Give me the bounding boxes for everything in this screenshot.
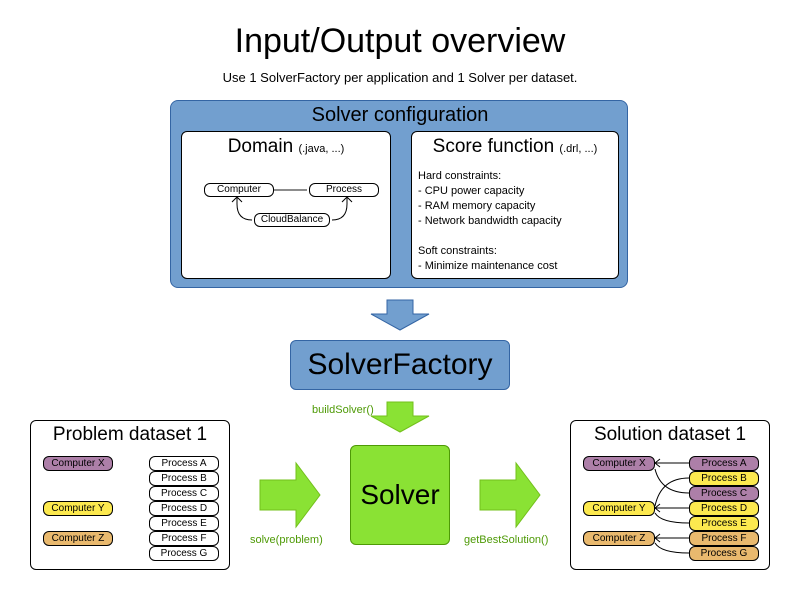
problem-computer-x: Computer X [43, 456, 113, 471]
solver-configuration-panel: Solver configuration Domain (.java, ...)… [170, 100, 628, 288]
page-title: Input/Output overview [234, 22, 566, 60]
score-constraints-text: Hard constraints: - CPU power capacity -… [418, 170, 562, 272]
solution-process: Process D [689, 501, 759, 516]
problem-process: Process C [149, 486, 219, 501]
solution-process: Process B [689, 471, 759, 486]
problem-dataset-title: Problem dataset 1 [52, 424, 208, 445]
problem-process: Process D [149, 501, 219, 516]
domain-title-text: Domain [227, 136, 294, 157]
score-function-panel: Score function (.drl, ...) Hard constrai… [411, 131, 619, 279]
cloudbalance-to-process-arrow [331, 198, 348, 221]
solver-box: Solver [350, 445, 450, 545]
solution-process: Process A [689, 456, 759, 471]
problem-process: Process A [149, 456, 219, 471]
domain-node-cloudbalance: CloudBalance [254, 213, 330, 227]
arrowhead-icon [231, 196, 243, 203]
score-function-title: Score function (.drl, ...) [412, 136, 618, 158]
assignment-arrows [654, 458, 690, 554]
right-arrow-solve-icon [259, 461, 321, 529]
solution-computer-x: Computer X [583, 456, 655, 471]
cloudbalance-to-computer-arrow [236, 198, 253, 221]
solution-process: Process C [689, 486, 759, 501]
assign-e-arrow [654, 512, 690, 524]
assign-g-arrow [654, 542, 690, 554]
problem-process: Process F [149, 531, 219, 546]
domain-panel: Domain (.java, ...) Computer Process Clo… [181, 131, 391, 279]
solution-computer-z: Computer Z [583, 531, 655, 546]
arrowhead-icon [654, 533, 661, 543]
solve-problem-label: solve(problem) [250, 534, 323, 546]
domain-suffix: (.java, ...) [298, 143, 345, 155]
solution-dataset-title: Solution dataset 1 [593, 424, 747, 445]
solver-factory-box: SolverFactory [290, 340, 510, 390]
problem-dataset-panel: Problem dataset 1 Computer X Computer Y … [30, 420, 230, 570]
right-arrow-best-icon [479, 461, 541, 529]
score-function-title-text: Score function [432, 136, 555, 157]
score-function-suffix: (.drl, ...) [559, 143, 598, 155]
solution-process: Process G [689, 546, 759, 561]
solution-process: Process E [689, 516, 759, 531]
arrowhead-icon [654, 458, 661, 468]
problem-computer-y: Computer Y [43, 501, 113, 516]
arrowhead-icon [341, 196, 353, 203]
domain-node-computer: Computer [204, 183, 274, 197]
build-solver-label: buildSolver() [312, 404, 374, 416]
problem-process: Process E [149, 516, 219, 531]
solver-configuration-title: Solver configuration [311, 104, 489, 126]
page-subtitle: Use 1 SolverFactory per application and … [222, 70, 578, 85]
problem-process: Process B [149, 471, 219, 486]
down-arrow-blue-icon [370, 299, 430, 331]
get-best-solution-label: getBestSolution() [464, 534, 549, 546]
assign-c-arrow [654, 468, 690, 494]
domain-node-process: Process [309, 183, 379, 197]
solution-computer-y: Computer Y [583, 501, 655, 516]
problem-computer-z: Computer Z [43, 531, 113, 546]
problem-process: Process G [149, 546, 219, 561]
down-arrow-green-icon [370, 401, 430, 433]
assign-b-arrow [654, 477, 690, 507]
domain-title: Domain (.java, ...) [182, 136, 390, 158]
arrowhead-icon [654, 503, 661, 513]
solution-dataset-panel: Solution dataset 1 Computer X Computer Y… [570, 420, 770, 570]
solution-process: Process F [689, 531, 759, 546]
